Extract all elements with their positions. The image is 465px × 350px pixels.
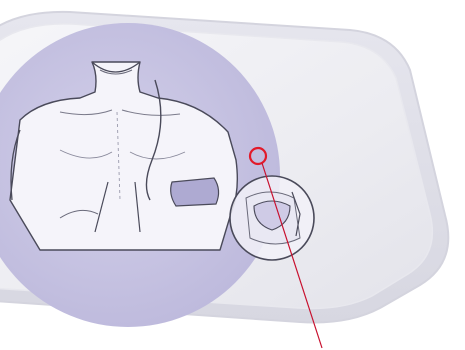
inset-magnifier-icon xyxy=(230,176,314,260)
